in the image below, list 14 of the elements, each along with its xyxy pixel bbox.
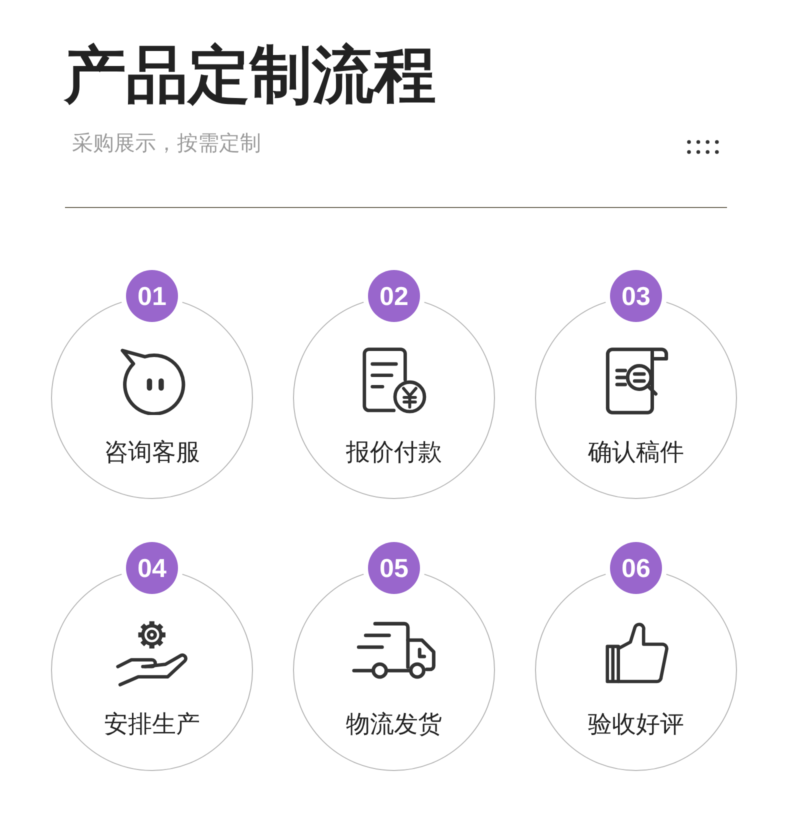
page-title: 产品定制流程 <box>64 40 436 112</box>
step-label: 物流发货 <box>346 710 442 740</box>
step-label: 报价付款 <box>346 438 442 468</box>
step-number-badge: 04 <box>126 542 178 594</box>
step-number-badge: 01 <box>126 270 178 322</box>
step-label: 确认稿件 <box>588 438 684 468</box>
step-number-badge: 06 <box>610 542 662 594</box>
step-label: 咨询客服 <box>104 438 200 468</box>
step-number-badge: 03 <box>610 270 662 322</box>
step-number-badge: 05 <box>368 542 420 594</box>
step-label: 安排生产 <box>104 710 200 740</box>
step-label: 验收好评 <box>588 710 684 740</box>
subtitle: 采购展示，按需定制 <box>72 131 261 157</box>
step-number-badge: 02 <box>368 270 420 322</box>
